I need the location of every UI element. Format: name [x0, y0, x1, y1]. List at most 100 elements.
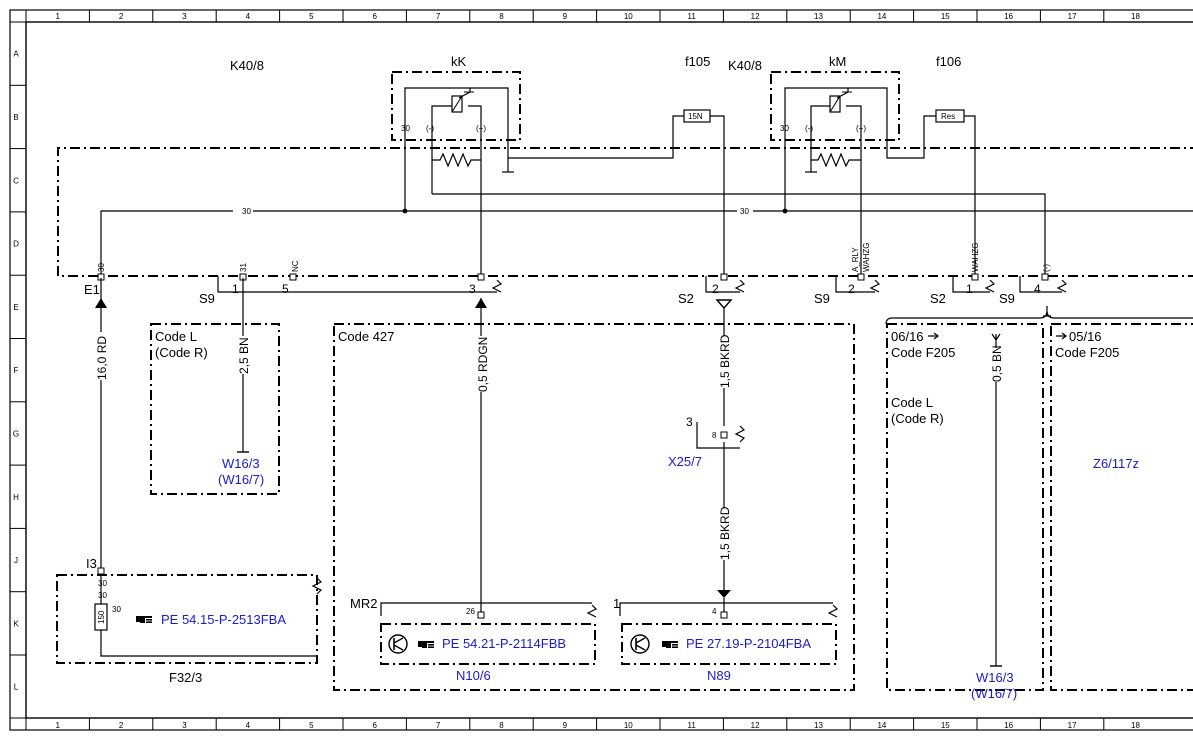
column-label-top: 18	[1131, 12, 1140, 21]
svg-text:(-): (-)	[805, 124, 813, 133]
n89-box	[621, 623, 837, 665]
wire-05bn: 0,5 BN	[990, 345, 1004, 382]
drawing-frame	[9, 9, 1193, 731]
pin-minus: (-)	[1042, 264, 1051, 272]
row-label: B	[13, 113, 18, 122]
w16-left-link[interactable]: W16/3	[222, 456, 260, 471]
n89-pin-4: 4	[712, 607, 717, 616]
row-label: G	[13, 429, 19, 438]
pe-n89-link[interactable]: PE 27.19-P-2104FBA	[686, 636, 811, 651]
code-f205-left-label: Code F205	[891, 345, 955, 360]
column-label-bottom: 16	[1004, 721, 1013, 730]
column-label-top: 8	[499, 12, 504, 21]
kk-pin-minus: (-)	[426, 124, 434, 133]
column-label-bottom: 18	[1131, 721, 1140, 730]
row-label: E	[13, 303, 18, 312]
column-label-top: 6	[372, 12, 377, 21]
bus-30-right: 30	[740, 207, 749, 216]
svg-text:30: 30	[112, 605, 121, 614]
column-ticks	[25, 10, 1105, 730]
column-label-top: 3	[182, 12, 187, 21]
z6-link[interactable]: Z6/117z	[1093, 456, 1139, 471]
column-label-bottom: 14	[877, 721, 886, 730]
fuse-f105-label: f105	[685, 54, 710, 69]
column-label-top: 12	[751, 12, 760, 21]
column-label-bottom: 15	[941, 721, 950, 730]
row-label: H	[13, 493, 19, 502]
row-label: L	[14, 683, 19, 692]
pin-1b: 1	[966, 282, 973, 296]
row-label: A	[13, 50, 19, 59]
n10-box	[380, 623, 596, 665]
n10-label[interactable]: N10/6	[456, 668, 491, 683]
wire-15bkrd-b: 1,5 BKRD	[718, 506, 732, 560]
column-label-top: 11	[688, 12, 697, 21]
switch-s9-a: S9	[199, 291, 215, 306]
column-label-top: 10	[624, 12, 633, 21]
code-l2-label: Code L	[891, 395, 933, 410]
pin-4: 4	[1034, 282, 1041, 296]
column-label-top: 17	[1068, 12, 1077, 21]
code-f205-right-box	[1050, 323, 1193, 691]
x25-link[interactable]: X25/7	[668, 454, 702, 469]
code-f205-right-label: Code F205	[1055, 345, 1119, 360]
switch-s2-b: S2	[930, 291, 946, 306]
svg-text:30: 30	[401, 124, 410, 133]
wire-16rd: 16,0 RD	[95, 336, 109, 380]
column-label-top: 9	[563, 12, 568, 21]
column-label-bottom: 7	[436, 721, 441, 730]
column-label-bottom: 6	[372, 721, 377, 730]
code-f205-left-box	[886, 323, 1044, 691]
f32-pin-30a: 30	[98, 579, 107, 588]
row-label: C	[13, 176, 19, 185]
x25-pin-8: 8	[712, 431, 717, 440]
code-r2-label: (Code R)	[891, 411, 944, 426]
connector-i3: I3	[86, 556, 97, 571]
row-label: J	[14, 556, 18, 565]
column-label-top: 2	[119, 12, 124, 21]
column-label-bottom: 2	[119, 721, 124, 730]
column-label-top: 1	[55, 12, 60, 21]
column-label-bottom: 13	[814, 721, 823, 730]
f32-box	[56, 574, 318, 664]
pin-wahzg: WAHZG	[862, 243, 871, 272]
pin-5: 5	[282, 282, 289, 296]
code-427-label: Code 427	[338, 329, 394, 344]
column-label-bottom: 9	[563, 721, 568, 730]
column-label-bottom: 17	[1068, 721, 1077, 730]
column-label-top: 14	[877, 12, 886, 21]
relay-km: 30 (-) (+)	[770, 71, 900, 150]
pin-1: 1	[232, 282, 239, 296]
pin-31: 31	[239, 263, 248, 272]
pe-f32-link[interactable]: PE 54.15-P-2513FBA	[161, 612, 286, 627]
column-label-bottom: 3	[182, 721, 187, 730]
column-label-bottom: 5	[309, 721, 314, 730]
w16-right-link[interactable]: W16/3	[976, 670, 1014, 685]
pe-n10-link[interactable]: PE 54.21-P-2114FBB	[442, 636, 566, 651]
pin-wahzg-2: WAHZG	[971, 243, 980, 272]
pin-nc: NC	[291, 260, 300, 272]
n89-pin-1: 1	[613, 596, 620, 611]
k40-unit-boundary	[57, 147, 1193, 277]
switch-s9-c: S9	[999, 291, 1015, 306]
w16-right-alt-link[interactable]: (W16/7)	[971, 686, 1017, 701]
code-427-box	[333, 323, 855, 691]
fuse-f106-label: f106	[936, 54, 961, 69]
column-label-bottom: 1	[55, 721, 60, 730]
code-l-label: Code L	[155, 329, 197, 344]
column-label-top: 5	[309, 12, 314, 21]
f32-pin-30b: 30	[98, 591, 107, 600]
column-label-top: 7	[436, 12, 441, 21]
pin-2: 2	[712, 282, 719, 296]
w16-left-alt-link[interactable]: (W16/7)	[218, 472, 264, 487]
n89-label[interactable]: N89	[707, 668, 731, 683]
relay-km-label: kM	[829, 54, 846, 69]
x25-pin-3: 3	[686, 415, 693, 429]
date-0516-label: 05/16	[1069, 329, 1102, 344]
column-label-top: 4	[246, 12, 251, 21]
column-label-top: 13	[814, 12, 823, 21]
svg-text:(+): (+)	[856, 124, 866, 133]
